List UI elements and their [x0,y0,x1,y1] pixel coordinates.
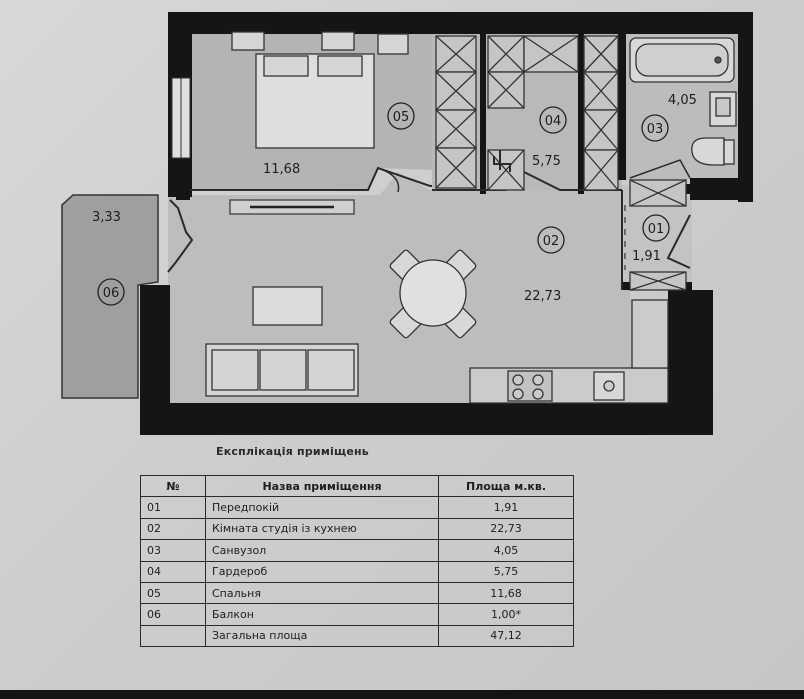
table-row: 02 Кімната студія із кухнею 22,73 [140,517,574,541]
room-code-02: 02 [543,234,560,249]
table-row: 01 Передпокій 1,91 [140,496,574,519]
room-code-06: 06 [103,286,120,301]
row-name: Кімната студія із кухнею [205,517,439,541]
table-row: 06 Балкон 1,00* [140,603,574,626]
room-area-04: 5,75 [532,154,561,169]
row-area: 22,73 [438,517,574,541]
table-header-row: № Назва приміщення Площа м.кв. [140,474,574,498]
table-row: 04 Гардероб 5,75 [140,560,574,583]
explication-title: Експлікація приміщень [216,445,369,458]
room-code-05: 05 [393,110,410,125]
balcony-floor [61,194,159,399]
row-name: Передпокій [205,496,439,519]
row-name: Гардероб [205,560,439,583]
room-code-03: 03 [647,122,664,137]
photo-bottom-edge [0,690,804,699]
toilet [691,137,725,166]
sofa [205,343,359,397]
total-num [140,624,206,648]
table-total-row: Загальна площа 47,12 [140,624,574,648]
header-name: Назва приміщення [205,474,439,498]
row-num: 03 [140,539,206,562]
table-row: 03 Санвузол 4,05 [140,539,574,562]
total-area: 47,12 [438,624,574,648]
row-name: Балкон [205,603,439,626]
row-num: 06 [140,603,206,626]
row-num: 05 [140,581,206,605]
row-area: 1,91 [438,496,574,519]
header-num: № [140,474,206,498]
coffee-table [252,286,323,326]
row-num: 04 [140,560,206,583]
row-num: 01 [140,496,206,519]
total-label: Загальна площа [205,624,439,648]
bed [231,31,409,149]
row-area: 11,68 [438,581,574,605]
dining-table [389,249,477,339]
room-code-04: 04 [545,114,562,129]
room-area-01: 1,91 [632,249,661,264]
header-area: Площа м.кв. [438,474,574,498]
hanger-icon [493,150,511,172]
floor-plan: 05 11,68 04 5,75 03 4,05 02 22,73 01 1,9… [61,12,753,435]
explication-table: № Назва приміщення Площа м.кв. 01 Передп… [140,474,574,648]
row-name: Санвузол [205,539,439,562]
room-area-06: 3,33 [92,210,121,225]
walls [140,12,753,435]
row-name: Спальня [205,581,439,605]
row-num: 02 [140,517,206,541]
room-code-01: 01 [648,222,665,237]
room-area-03: 4,05 [668,93,697,108]
row-area: 1,00* [438,603,574,626]
row-area: 4,05 [438,539,574,562]
room-area-05: 11,68 [263,162,300,177]
kitchen [469,299,669,404]
room-area-02: 22,73 [524,289,561,304]
row-area: 5,75 [438,560,574,583]
table-row: 05 Спальня 11,68 [140,581,574,605]
